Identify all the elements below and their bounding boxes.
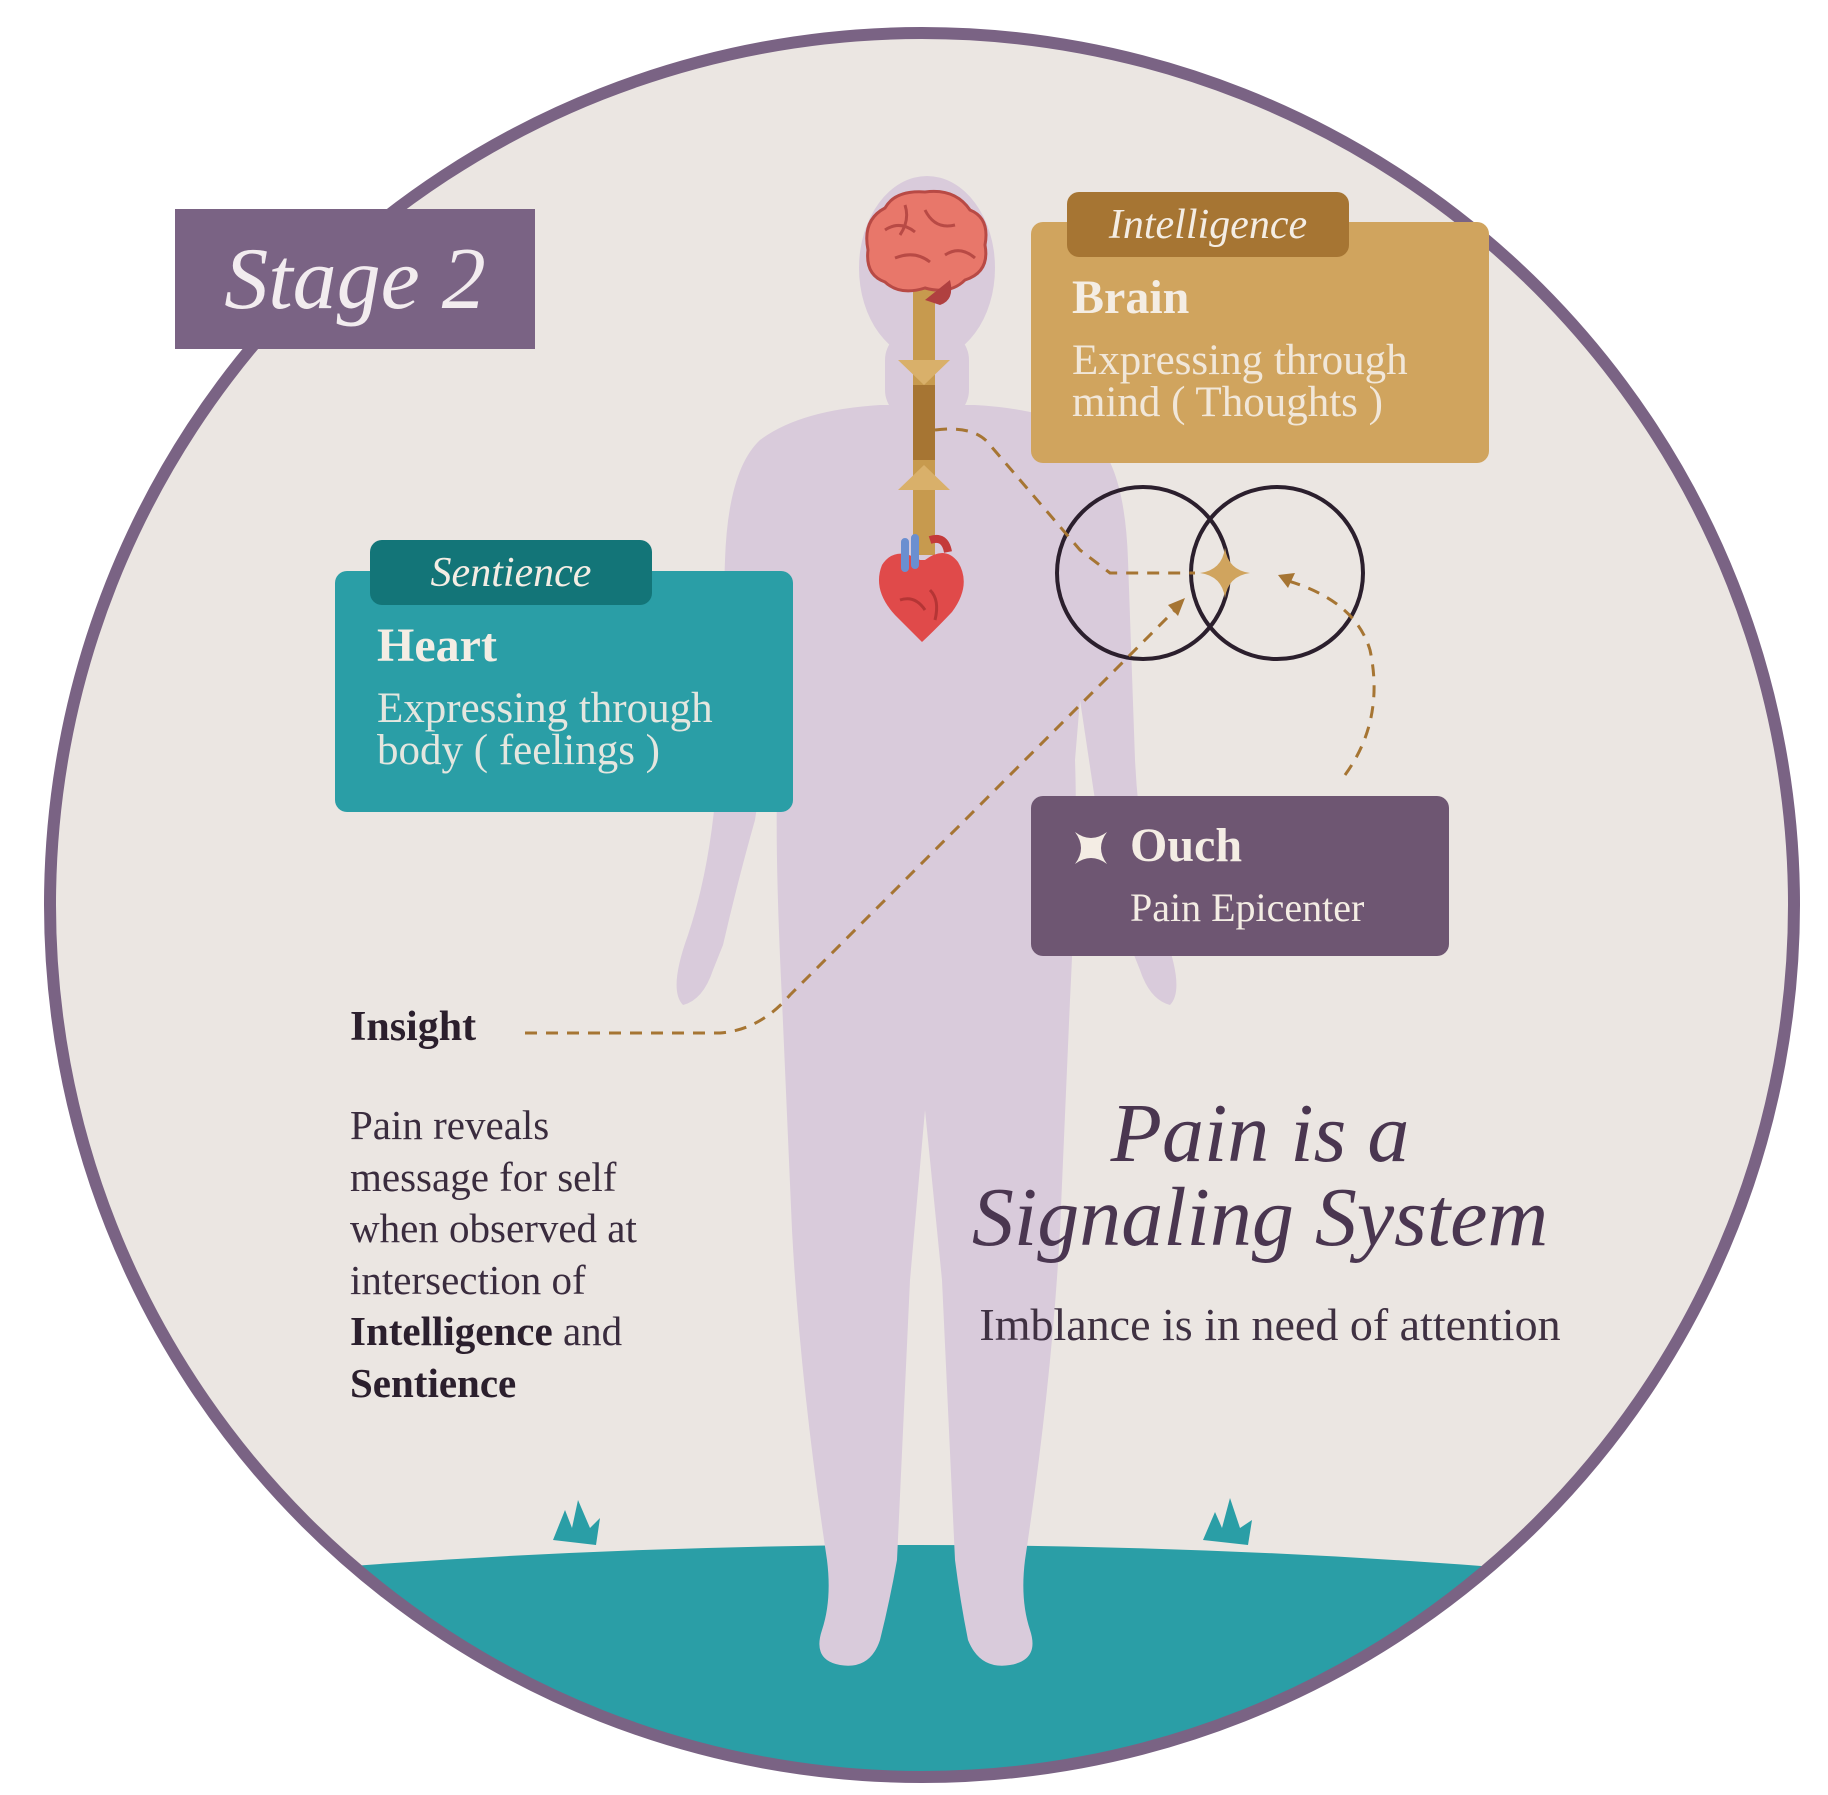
arrowhead-insight <box>1168 598 1185 616</box>
spine-connector-dark <box>913 385 935 460</box>
headline-line1: Pain is a <box>1110 1087 1410 1180</box>
insight-line: intersection of <box>350 1256 586 1303</box>
ouch-subtitle: Pain Epicenter <box>1130 885 1365 930</box>
sentience-tag: Sentience <box>370 540 652 605</box>
headline: Pain is a Signaling System <box>900 1092 1620 1260</box>
sentience-tag-label: Sentience <box>430 549 592 596</box>
intersection-star-icon <box>1200 548 1250 598</box>
brain-icon <box>865 189 988 305</box>
insight-line: Sentience <box>350 1358 770 1410</box>
ground <box>50 1545 1794 1777</box>
stage-label: Stage 2 <box>224 230 486 328</box>
grass-left <box>553 1500 600 1545</box>
arrow-up <box>898 465 950 490</box>
insight-line: Pain reveals <box>350 1102 550 1148</box>
insight-heading: Insight <box>350 1004 477 1050</box>
insight-intelligence: Intelligence <box>350 1308 553 1354</box>
insight-sentience: Sentience <box>350 1359 517 1406</box>
insight-body: Pain reveals message for self when obser… <box>350 1100 770 1409</box>
arrow-down <box>898 360 950 385</box>
connector-insight-to-venn <box>525 603 1182 1035</box>
heart-card-body-line1: Expressing through <box>377 685 713 732</box>
heart-card-body-line2: body ( feelings ) <box>377 727 661 774</box>
intelligence-tag: Intelligence <box>1067 192 1349 257</box>
intelligence-tag-label: Intelligence <box>1108 201 1308 248</box>
ouch-card <box>1031 796 1449 956</box>
headline-line2: Signaling System <box>971 1171 1549 1264</box>
connector-ouch-to-venn <box>1284 578 1376 776</box>
insight-line: when observed at <box>350 1205 637 1251</box>
pain-spark-icon <box>1075 832 1107 864</box>
heart-icon <box>878 534 964 642</box>
insight-line: Intelligence and <box>350 1306 770 1358</box>
arrowhead-ouch <box>1278 573 1295 588</box>
connector-brain-to-venn <box>934 427 1195 575</box>
circle-frame <box>44 27 1800 1783</box>
ouch-title: Ouch <box>1130 819 1243 872</box>
heart-card-title: Heart <box>377 619 497 672</box>
heart-card <box>335 571 793 812</box>
headline-subtitle: Imblance is in need of attention <box>979 1299 1561 1350</box>
stage-badge: Stage 2 <box>175 209 535 349</box>
grass-right <box>1203 1498 1252 1545</box>
brain-card <box>1031 222 1489 463</box>
brain-card-title: Brain <box>1072 271 1190 324</box>
brain-card-body-line2: mind ( Thoughts ) <box>1072 379 1383 426</box>
brain-card-body-line1: Expressing through <box>1072 337 1408 384</box>
insight-line: message for self <box>350 1153 617 1200</box>
insight-and: and <box>552 1308 623 1354</box>
